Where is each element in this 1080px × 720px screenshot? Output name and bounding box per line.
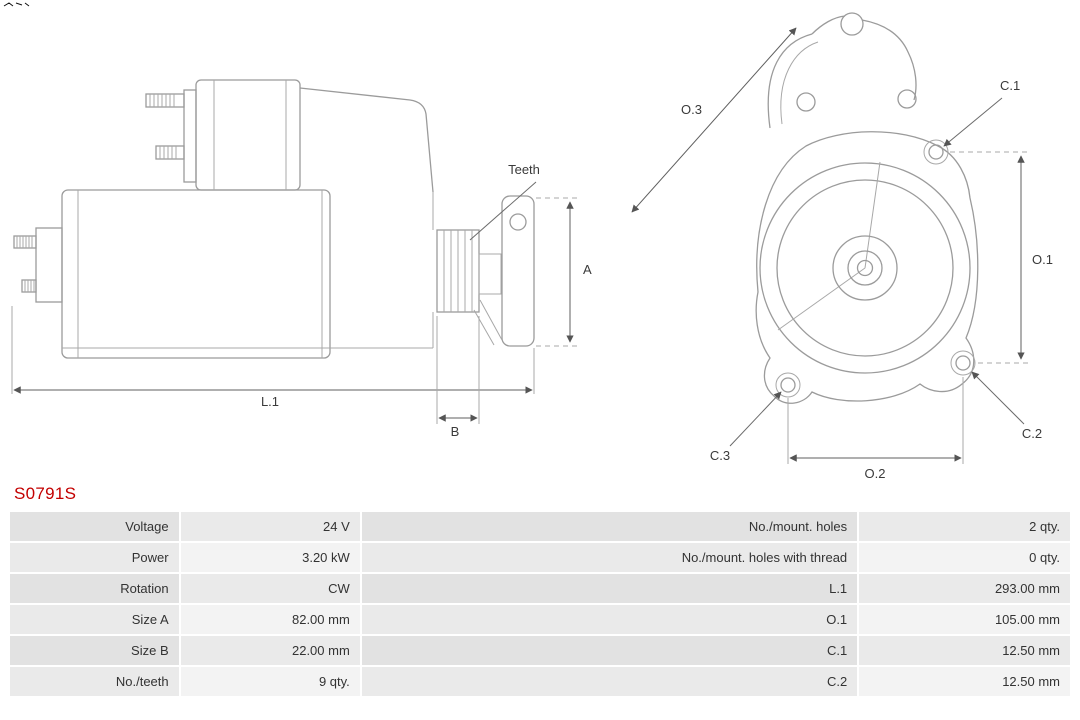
spec-label: Power [10,543,179,572]
spec-label: L.1 [361,574,858,603]
spec-label: No./teeth [10,667,179,696]
table-row: Power 3.20 kW No./mount. holes with thre… [10,543,1070,572]
mounting-holes [775,139,976,398]
front-face-circles [759,161,971,374]
part-number: S0791S [14,484,77,503]
side-view-drawing: Teeth A L.1 B [11,79,592,439]
spec-label: O.1 [361,605,858,634]
table-row: Size A 82.00 mm O.1 105.00 mm [10,605,1070,634]
front-flange-outline [755,131,979,404]
spec-label: No./mount. holes [361,512,858,541]
spec-label: C.1 [361,636,858,665]
pinion-gear [436,229,502,313]
spec-value: 12.50 mm [859,636,1070,665]
corner-mark [3,2,30,7]
dim-label-a: A [583,262,592,277]
product-spec-page: Teeth A L.1 B [3,2,1072,698]
spec-label: Rotation [10,574,179,603]
dim-label-c3: C.3 [710,448,730,463]
dim-label-o2: O.2 [865,466,886,481]
front-solenoid-silhouette [767,12,917,129]
dim-label-o1: O.1 [1032,252,1053,267]
dimension-o3: O.3 [631,27,797,213]
spec-label: Size A [10,605,179,634]
teeth-leader-line [469,181,537,241]
spec-value: 3.20 kW [180,543,360,572]
spec-value: 9 qty. [180,667,360,696]
dimension-a: A [536,197,592,347]
table-row: Voltage 24 V No./mount. holes 2 qty. [10,512,1070,541]
spec-label: C.2 [361,667,858,696]
front-view-drawing: O.3 C.1 O.1 O.2 C.3 [631,12,1053,481]
spec-value: 22.00 mm [180,636,360,665]
spec-label: Size B [10,636,179,665]
dimension-c1: C.1 [943,78,1020,147]
motor-body [61,189,331,359]
dimension-l1: L.1 [11,306,535,409]
spec-value: 2 qty. [859,512,1070,541]
spec-value: 12.50 mm [859,667,1070,696]
dimension-o1: O.1 [950,151,1053,364]
dim-label-c2: C.2 [1022,426,1042,441]
spec-value: CW [180,574,360,603]
spec-value: 24 V [180,512,360,541]
spec-value: 105.00 mm [859,605,1070,634]
label-teeth: Teeth [508,162,540,177]
dim-label-l1: L.1 [261,394,279,409]
dim-label-b: B [451,424,460,439]
dimension-b: B [436,316,480,439]
dimension-c2: C.2 [971,371,1042,441]
spec-value: 293.00 mm [859,574,1070,603]
spec-label: No./mount. holes with thread [361,543,858,572]
technical-drawing: Teeth A L.1 B [3,2,1053,481]
table-row: No./teeth 9 qty. C.2 12.50 mm [10,667,1070,696]
dimension-o2: O.2 [787,377,964,481]
drive-end-housing [299,87,434,349]
terminal-studs [13,227,63,303]
solenoid [145,79,301,191]
dim-label-o3: O.3 [681,102,702,117]
table-row: Rotation CW L.1 293.00 mm [10,574,1070,603]
dimension-c3: C.3 [710,391,782,463]
spec-value: 0 qty. [859,543,1070,572]
spec-table: Voltage 24 V No./mount. holes 2 qty. Pow… [8,510,1072,698]
spec-value: 82.00 mm [180,605,360,634]
mounting-flange [473,195,535,347]
table-row: Size B 22.00 mm C.1 12.50 mm [10,636,1070,665]
spec-label: Voltage [10,512,179,541]
dim-label-c1: C.1 [1000,78,1020,93]
